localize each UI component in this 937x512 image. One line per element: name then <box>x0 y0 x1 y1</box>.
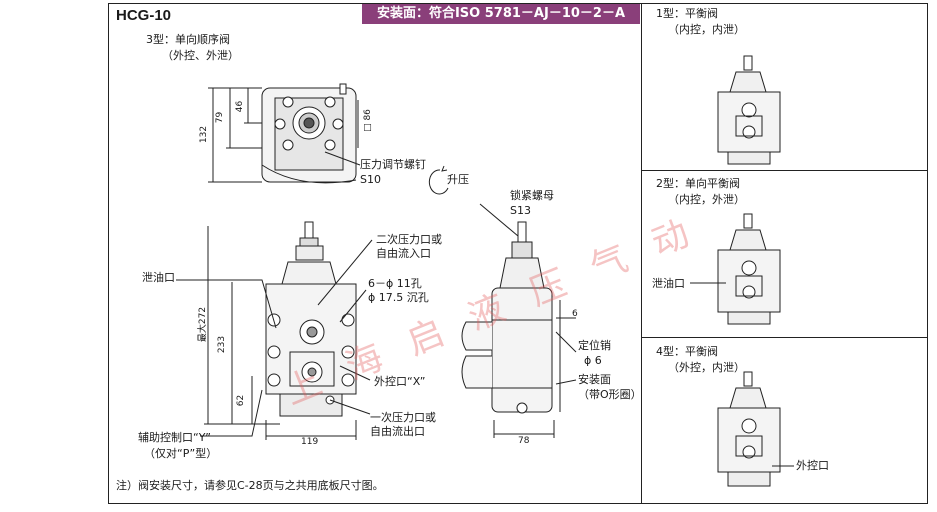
dim-132: 132 <box>199 125 210 144</box>
aux-pilot-label: 辅助控制口“Y” <box>138 431 211 444</box>
mini-valve-type4 <box>717 371 794 487</box>
footnote: 注）阀安装尺寸，请参见C-28页与之共用底板尺寸图。 <box>116 479 384 492</box>
locating-pin-label: 定位销 <box>578 339 611 352</box>
mini-valve-type2 <box>690 213 781 325</box>
dim-62: 62 <box>236 394 247 407</box>
type4-pilot-label: 外控口 <box>796 459 829 472</box>
primary-port-label-1: 一次压力口或 <box>370 411 436 424</box>
screw-size: S10 <box>360 173 381 186</box>
type2-subtitle: （内控，外泄） <box>668 193 745 206</box>
dim-6: 6 <box>572 309 578 319</box>
type4-title: 4型：平衡阀 <box>656 345 718 358</box>
mini-valve-type1 <box>717 55 781 165</box>
dim-78: 78 <box>518 436 530 446</box>
secondary-port-label-1: 二次压力口或 <box>376 233 442 246</box>
dim-119: 119 <box>301 437 319 447</box>
model-number: HCG-10 <box>116 7 172 24</box>
panel-divider-1 <box>641 170 928 171</box>
front-view-drawing <box>176 221 373 440</box>
side-view-drawing <box>461 203 577 438</box>
secondary-port-label-2: 自由流入口 <box>376 247 431 260</box>
dim-max-272: 最大272 <box>198 306 209 343</box>
screw-label: 压力调节螺钉 <box>360 158 426 171</box>
drain-label: 泄油口 <box>142 271 175 284</box>
type1-title: 1型：平衡阀 <box>656 7 718 20</box>
page-frame <box>108 3 928 504</box>
aux-pilot-note: （仅对“P”型） <box>144 447 218 460</box>
type4-subtitle: （外控，内泄） <box>668 361 745 374</box>
type2-title: 2型：单向平衡阀 <box>656 177 740 190</box>
dim-233: 233 <box>217 335 228 354</box>
mounting-banner: 安装面：符合ISO 5781－AJ－10－2－A <box>362 4 640 24</box>
dim-86: □ 86 <box>362 109 373 132</box>
type-subtitle: （外控、外泄） <box>162 49 239 62</box>
pin-size: ϕ 6 <box>584 354 602 367</box>
oring-label: （带O形圈） <box>578 388 642 401</box>
lock-nut-label: 锁紧螺母 <box>510 189 554 202</box>
top-view-drawing <box>208 83 449 195</box>
type1-subtitle: （内控，内泄） <box>668 23 745 36</box>
rise-label: 升压 <box>447 173 469 186</box>
lock-nut-size: S13 <box>510 204 531 217</box>
mount-face-label: 安装面 <box>578 373 611 386</box>
type-title: 3型：单向顺序阀 <box>146 33 230 46</box>
type2-drain-label: 泄油口 <box>652 277 685 290</box>
ext-pilot-label: 外控口“X” <box>374 375 426 388</box>
primary-port-label-2: 自由流出口 <box>370 425 425 438</box>
dim-79: 79 <box>215 111 226 124</box>
panel-divider <box>641 3 642 504</box>
hole-label-2: ϕ 17.5 沉孔 <box>368 291 429 304</box>
panel-divider-2 <box>641 337 928 338</box>
hole-label-1: 6－ϕ 11孔 <box>368 277 422 290</box>
dim-46: 46 <box>235 100 246 113</box>
